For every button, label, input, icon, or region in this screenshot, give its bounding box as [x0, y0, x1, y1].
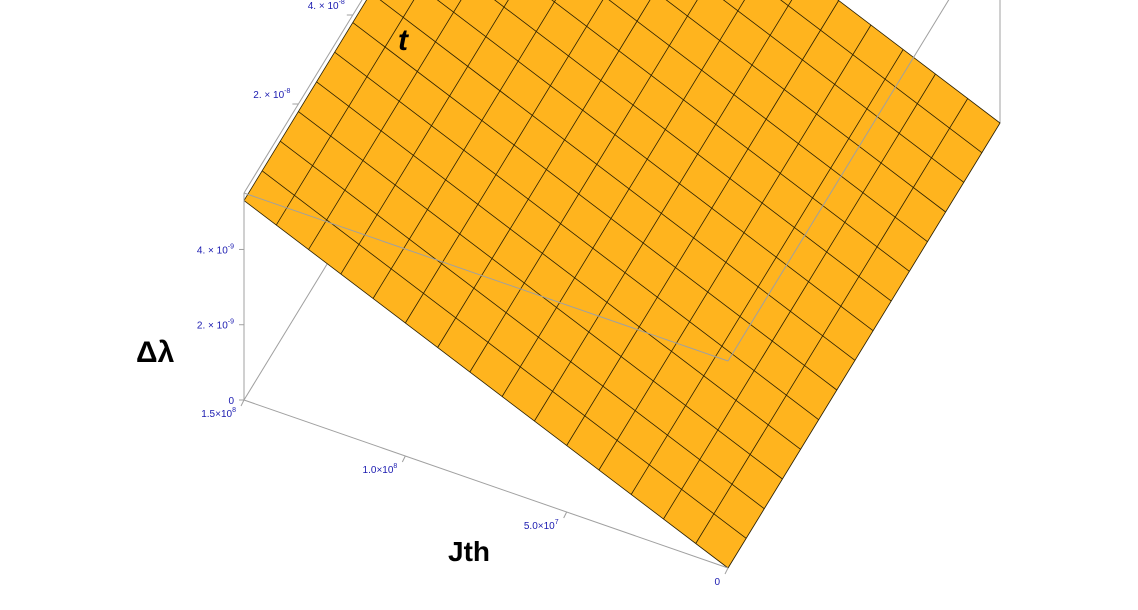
mesh-line-jth — [275, 0, 415, 226]
mesh-line-jth — [340, 0, 509, 275]
tick-label-jth: 5.0×107 — [524, 519, 559, 532]
mesh-line-jth — [598, 24, 872, 471]
mesh-line-jth — [404, 0, 604, 324]
mesh-line-t — [379, 0, 856, 361]
surface-fill — [243, 0, 1001, 569]
mesh-line-jth — [501, 0, 745, 397]
tick-label-t: 2. × 10-8 — [253, 88, 290, 101]
tick-label-jth: 1.5×108 — [201, 407, 236, 420]
tick-label-t: 4. × 10-8 — [308, 0, 345, 12]
mesh-line-t — [316, 81, 801, 450]
mesh-line-jth — [534, 0, 793, 422]
t-axis-label: t — [398, 24, 410, 57]
mesh-line-t — [551, 0, 910, 272]
box-edge — [243, 399, 729, 569]
mesh-line-jth — [695, 98, 969, 544]
box-edge — [727, 0, 950, 362]
mesh-line-t — [298, 111, 783, 480]
mesh-line-jth — [663, 73, 936, 520]
tick-label-jth: 0 — [714, 577, 720, 588]
tick-mark-jth — [563, 511, 568, 519]
mesh-line-t — [352, 22, 838, 391]
dlambda-axis-label: Δλ — [136, 336, 175, 369]
mesh-line-t — [280, 140, 765, 509]
tick-mark-jth — [240, 399, 245, 407]
mesh-line-t — [261, 170, 747, 539]
tick-label-dlambda: 2. × 10-9 — [197, 319, 234, 332]
mesh-line-t — [722, 0, 964, 183]
mesh-line-t — [665, 0, 946, 213]
jth-axis-label: Jth — [448, 536, 490, 567]
tick-mark-jth — [724, 567, 729, 575]
mesh-line-t — [780, 0, 983, 153]
box-edge — [243, 0, 363, 194]
surface-mesh — [243, 0, 1001, 569]
axis-ticks: 1.5×108 1.0×108 5.0×107 0 2. × 10-8 4. × 10-8… — [197, 0, 729, 588]
mesh-line-jth — [372, 0, 557, 299]
mesh-line-t — [494, 0, 892, 302]
mesh-line-jth — [437, 0, 651, 348]
tick-label-jth: 1.0×108 — [363, 463, 398, 476]
mesh-line-t — [608, 0, 928, 242]
mesh-line-jth — [566, 0, 840, 446]
mesh-line-t — [436, 0, 874, 331]
bounding-box-front-edges — [243, 0, 950, 569]
mesh-line-jth — [469, 0, 698, 373]
tick-label-dlambda: 4. × 10-9 — [197, 243, 234, 256]
mesh-line-jth — [308, 0, 462, 250]
mesh-line-t — [334, 51, 819, 420]
tick-mark-jth — [401, 455, 406, 463]
tick-label-dlambda: 0 — [228, 396, 234, 407]
box-edge — [243, 192, 729, 362]
mesh-line-jth — [630, 49, 904, 495]
